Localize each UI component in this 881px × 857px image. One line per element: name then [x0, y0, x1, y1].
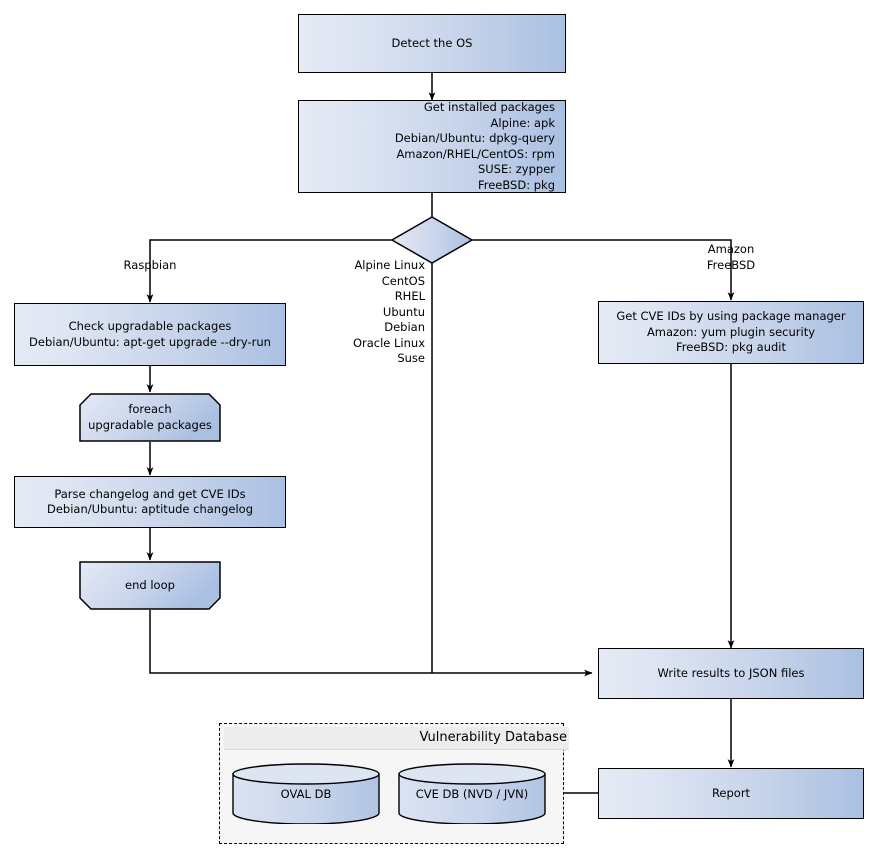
node-cve-db[interactable]: CVE DB (NVD / JVN): [398, 763, 546, 824]
node-get-cve-ids[interactable]: Get CVE IDs by using package manager Ama…: [598, 301, 864, 364]
node-detect-os-label: Detect the OS: [391, 35, 473, 50]
node-oval-db[interactable]: OVAL DB: [232, 763, 380, 824]
node-end-loop[interactable]: end loop: [79, 561, 221, 610]
node-check-upgradable-packages-label: Check upgradable packages Debian/Ubuntu:…: [29, 319, 271, 349]
node-oval-db-label: OVAL DB: [280, 786, 332, 801]
decision-diamond-shape: [390, 216, 474, 264]
edge-label-amazon-freebsd: Amazon FreeBSD: [706, 242, 756, 272]
edge-label-middle-distros: Alpine Linux CentOS RHEL Ubuntu Debian O…: [352, 258, 425, 365]
node-parse-changelog-label: Parse changelog and get CVE IDs Debian/U…: [47, 486, 253, 517]
node-report[interactable]: Report: [598, 768, 864, 819]
node-foreach-loop[interactable]: foreach upgradable packages: [79, 393, 221, 442]
node-get-cve-ids-label: Get CVE IDs by using package manager Ama…: [616, 309, 846, 355]
edge-endloop-to-write-results: [149, 610, 593, 677]
node-report-label: Report: [711, 785, 751, 800]
cve-db-cylinder-top: [398, 763, 546, 785]
node-parse-changelog[interactable]: Parse changelog and get CVE IDs Debian/U…: [14, 476, 286, 528]
end-loop-shape: [79, 561, 221, 610]
node-write-results-json[interactable]: Write results to JSON files: [598, 648, 864, 699]
group-vulnerability-database-title: Vulnerability Database: [224, 727, 569, 750]
cve-db-cylinder-body: [398, 773, 546, 824]
foreach-loop-shape: [79, 393, 221, 442]
node-write-results-json-label: Write results to JSON files: [657, 665, 805, 680]
node-get-installed-packages[interactable]: Get installed packages Alpine: apk Debia…: [298, 100, 566, 193]
node-end-loop-label: end loop: [125, 577, 175, 592]
oval-db-cylinder-body: [232, 773, 380, 824]
edge-label-raspbian: Raspbian: [123, 258, 177, 272]
node-foreach-loop-label: foreach upgradable packages: [88, 402, 212, 432]
oval-db-cylinder-top: [232, 763, 380, 785]
node-check-upgradable-packages[interactable]: Check upgradable packages Debian/Ubuntu:…: [14, 303, 286, 366]
node-detect-os[interactable]: Detect the OS: [298, 14, 566, 73]
node-get-installed-packages-label: Get installed packages Alpine: apk Debia…: [394, 100, 555, 192]
node-cve-db-label: CVE DB (NVD / JVN): [415, 786, 529, 801]
